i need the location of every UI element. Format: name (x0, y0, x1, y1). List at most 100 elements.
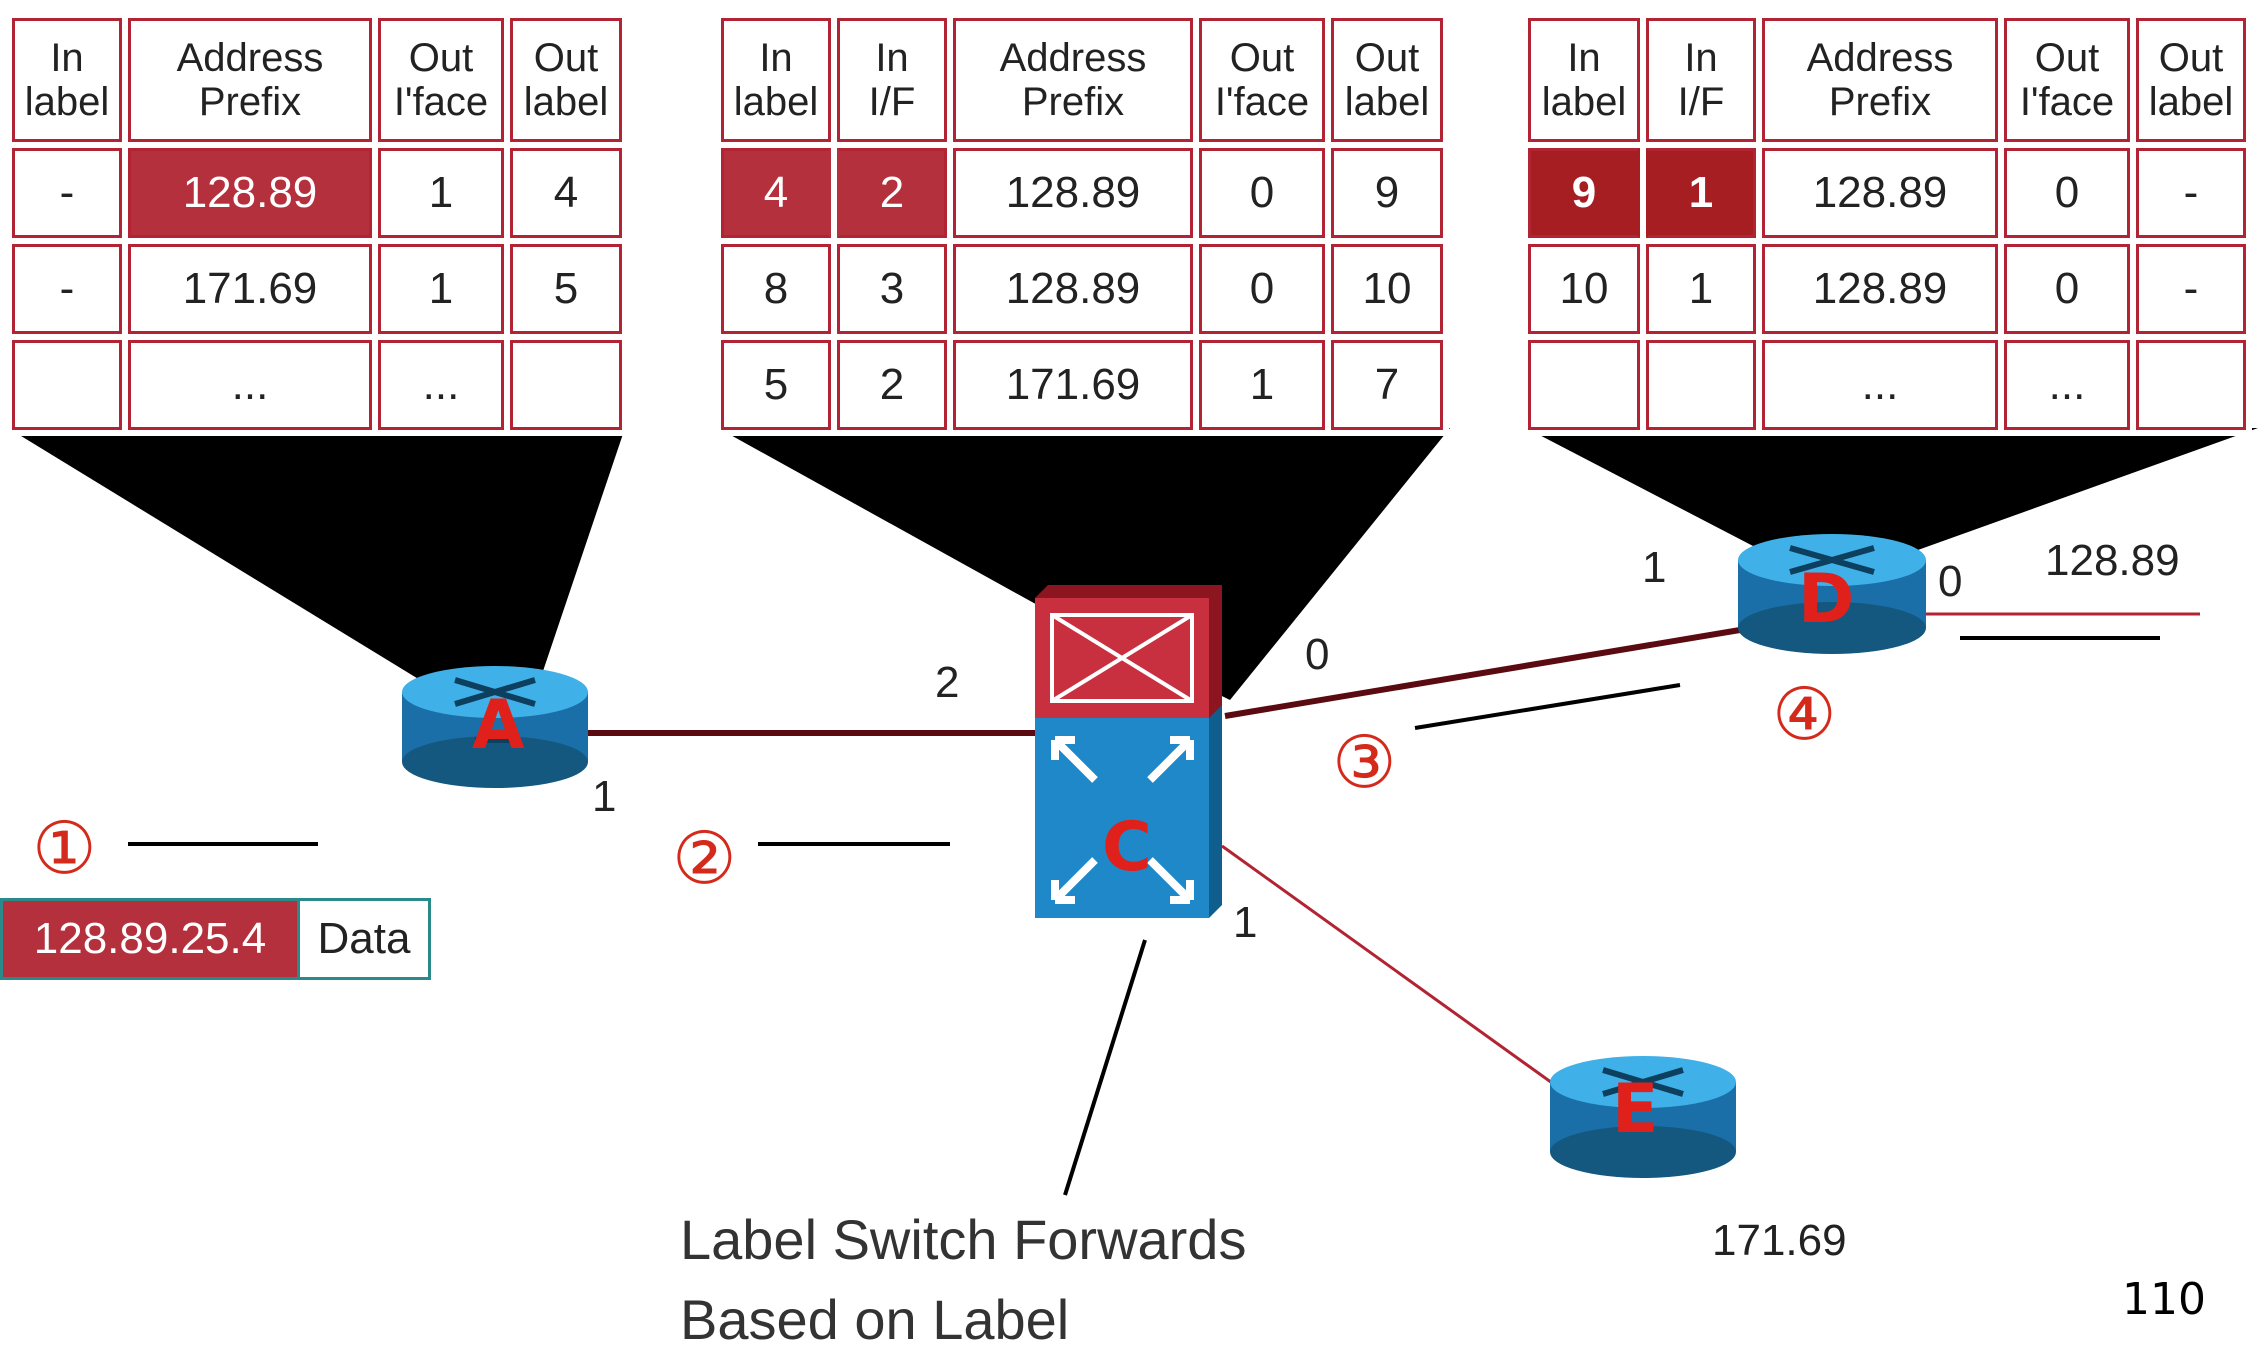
table-header-row: In label In I/F Address Prefix Out I'fac… (721, 18, 1443, 142)
interface-d-in: 1 (1642, 543, 1667, 592)
step-2-marker: ② (672, 816, 737, 900)
cell-in-label: 10 (1528, 244, 1640, 334)
header-address-prefix: Address Prefix (1762, 18, 1998, 142)
interface-d-out: 0 (1938, 557, 1963, 606)
table-a-funnel (8, 428, 625, 680)
cell-address-prefix: 128.89 (953, 244, 1193, 334)
cell-out-label: - (2136, 148, 2246, 238)
cell-in-if-highlighted: 2 (837, 148, 947, 238)
step-4-marker: ④ (1772, 672, 1837, 756)
prefix-label-d: 128.89 (2045, 536, 2180, 585)
cell-out-label: 9 (1331, 148, 1443, 238)
cell-in-label: - (12, 244, 122, 334)
table-header-row: In label In I/F Address Prefix Out I'fac… (1528, 18, 2246, 142)
cell-out-label: 10 (1331, 244, 1443, 334)
table-row: 5 2 171.69 1 7 (721, 340, 1443, 430)
cell-out-iface: 0 (2004, 148, 2130, 238)
label-switch-c-icon (1035, 585, 1222, 918)
step-1-marker: ① (32, 806, 97, 890)
table-row: ... ... (1528, 340, 2246, 430)
router-a-label: A (472, 686, 525, 765)
cell-out-label (510, 340, 622, 430)
cell-in-if: 1 (1646, 244, 1756, 334)
cell-out-iface: ... (2004, 340, 2130, 430)
cell-out-label (2136, 340, 2246, 430)
header-out-iface: Out I'face (1199, 18, 1325, 142)
cell-out-label: 4 (510, 148, 622, 238)
cell-address-prefix: 128.89 (953, 148, 1193, 238)
step-3-marker: ③ (1332, 720, 1397, 804)
header-in-label: In label (721, 18, 831, 142)
cell-address-prefix: 128.89 (1762, 148, 1998, 238)
cell-address-prefix: ... (1762, 340, 1998, 430)
packet-address: 128.89.25.4 (0, 898, 300, 980)
cell-address-prefix-highlighted: 128.89 (128, 148, 372, 238)
label-table-switch-c: In label In I/F Address Prefix Out I'fac… (715, 12, 1449, 436)
caption-line-1: Label Switch Forwards (680, 1208, 1247, 1271)
interface-c-out1: 1 (1233, 898, 1258, 947)
cell-in-if (1646, 340, 1756, 430)
interface-c-in: 2 (935, 658, 960, 707)
table-row: ... ... (12, 340, 622, 430)
header-in-if: In I/F (837, 18, 947, 142)
cell-out-iface: 1 (378, 148, 504, 238)
cell-out-iface: 0 (1199, 244, 1325, 334)
cell-out-label: 7 (1331, 340, 1443, 430)
table-row: - 171.69 1 5 (12, 244, 622, 334)
router-d-label: D (1798, 560, 1855, 639)
cell-out-iface: 0 (1199, 148, 1325, 238)
header-in-if: In I/F (1646, 18, 1756, 142)
packet-payload: Data (300, 898, 431, 980)
cell-in-label-highlighted: 4 (721, 148, 831, 238)
header-out-iface: Out I'face (2004, 18, 2130, 142)
label-table-router-d: In label In I/F Address Prefix Out I'fac… (1522, 12, 2252, 436)
cell-in-label (1528, 340, 1640, 430)
cell-out-iface: ... (378, 340, 504, 430)
header-address-prefix: Address Prefix (128, 18, 372, 142)
page-number: 110 (2122, 1274, 2206, 1325)
cell-out-label: - (2136, 244, 2246, 334)
router-d-icon (1738, 534, 1926, 654)
table-header-row: In label Address Prefix Out I'face Out l… (12, 18, 622, 142)
cell-in-if: 3 (837, 244, 947, 334)
interface-c-out0: 0 (1305, 630, 1330, 679)
cell-out-iface: 1 (1199, 340, 1325, 430)
cell-in-label: 5 (721, 340, 831, 430)
table-c-funnel (718, 428, 1450, 700)
cell-out-iface: 1 (378, 244, 504, 334)
header-in-label: In label (12, 18, 122, 142)
step-3-line (1414, 683, 1681, 730)
header-out-iface: Out I'face (378, 18, 504, 142)
table-row: 10 1 128.89 0 - (1528, 244, 2246, 334)
table-row: 9 1 128.89 0 - (1528, 148, 2246, 238)
header-address-prefix: Address Prefix (953, 18, 1193, 142)
prefix-label-e: 171.69 (1712, 1216, 1847, 1265)
router-a-icon (402, 666, 588, 788)
header-out-label: Out label (510, 18, 622, 142)
table-d-funnel (1526, 428, 2258, 560)
cell-in-if: 2 (837, 340, 947, 430)
table-row: - 128.89 1 4 (12, 148, 622, 238)
link-c-d (1224, 627, 1741, 719)
label-table-router-a: In label Address Prefix Out I'face Out l… (6, 12, 628, 436)
cell-address-prefix: ... (128, 340, 372, 430)
cell-in-if-highlighted: 1 (1646, 148, 1756, 238)
switch-c-label: C (1102, 808, 1152, 887)
diagram-caption: Label Switch Forwards Based on Label (680, 1200, 1246, 1360)
table-row: 8 3 128.89 0 10 (721, 244, 1443, 334)
caption-line-2: Based on Label (680, 1288, 1070, 1351)
interface-a-out: 1 (592, 772, 617, 821)
cell-address-prefix: 171.69 (128, 244, 372, 334)
router-e-label: E (1612, 1070, 1659, 1149)
cell-out-iface: 0 (2004, 244, 2130, 334)
header-out-label: Out label (2136, 18, 2246, 142)
cell-in-label: 8 (721, 244, 831, 334)
cell-address-prefix: 171.69 (953, 340, 1193, 430)
cell-address-prefix: 128.89 (1762, 244, 1998, 334)
router-e-icon (1550, 1056, 1736, 1178)
labeled-packet: 128.89.25.4 Data (0, 898, 431, 980)
cell-out-label: 5 (510, 244, 622, 334)
cell-in-label: - (12, 148, 122, 238)
cell-in-label-highlighted: 9 (1528, 148, 1640, 238)
